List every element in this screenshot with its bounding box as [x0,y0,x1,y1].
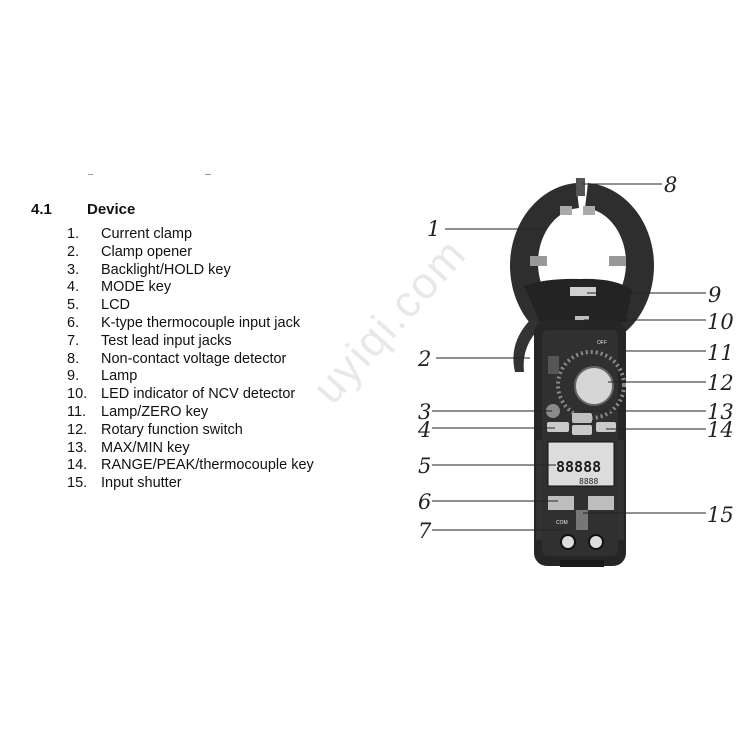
parts-list-item-label: RANGE/PEAK/thermocouple key [101,457,314,474]
callout-14: 14 [707,418,734,442]
lamp-zero-key [572,425,592,435]
callout-13: 13 [707,400,734,424]
range-peak-key [596,422,616,432]
parts-list-item-number: 7. [67,332,80,349]
parts-list-item-label: MODE key [101,279,172,296]
callout-2: 2 [417,347,431,371]
parts-list-item-label: Non-contact voltage detector [101,350,287,367]
meter-neck [524,278,632,322]
com-label: COM [556,520,568,526]
parts-list-item: 14. RANGE/PEAK/thermocouple key [67,457,314,475]
parts-list-item-number: 3. [67,261,80,278]
lcd-sub-digits: 8888 [579,477,598,486]
parts-list-item-number: 6. [67,314,80,331]
separator-dash-left [88,174,93,175]
section-title: Device [87,201,136,218]
parts-list-item: 4. MODE key [67,279,314,297]
parts-list-item: 2. Clamp opener [67,244,314,262]
callout-12: 12 [707,371,734,395]
body-grip-left [536,440,544,540]
jaw-label-right-1 [583,206,595,215]
ncv-led [575,316,589,322]
callout-15: 15 [707,503,734,527]
mode-key [547,422,569,432]
parts-list-item-number: 4. [67,279,80,296]
parts-list-item-number: 8. [67,350,80,367]
parts-list-item: 13. MAX/MIN key [67,440,314,458]
parts-list-item-number: 10. [67,386,88,403]
callout-7: 7 [418,519,432,543]
parts-list-item-label: Current clamp [101,226,193,242]
parts-list-item-number: 1. [67,226,80,242]
parts-list-item-label: K-type thermocouple input jack [101,314,301,331]
parts-list-item: 12. Rotary function switch [67,422,314,440]
parts-list-item: 9. Lamp [67,368,314,386]
callout-6: 6 [418,490,431,514]
callout-8: 8 [664,173,677,197]
lamp [570,287,596,296]
parts-list-item-number: 5. [67,297,80,314]
callout-5: 5 [418,454,431,478]
lcd [547,441,615,487]
parts-list-item: 11. Lamp/ZERO key [67,404,314,422]
parts-list-item-label: Backlight/HOLD key [101,261,231,278]
parts-list-item-label: Clamp opener [101,243,193,260]
parts-list-item: 10. LED indicator of NCV detector [67,386,314,404]
input-shutter [576,510,588,530]
callout-10: 10 [707,310,734,334]
callout-3: 3 [418,400,431,424]
parts-list-item-number: 15. [67,475,88,492]
max-min-key [572,413,592,423]
callout-1: 1 [427,217,440,241]
callout-9: 9 [708,283,721,307]
lcd-main-digits: 88888 [556,458,601,476]
backlight-hold-key [546,404,560,418]
parts-list-item-label: Input shutter [101,475,182,492]
thermocouple-jack-left [548,496,574,510]
parts-list-item-number: 11. [67,403,87,420]
ncv-tip [576,178,585,196]
parts-list-item-label: Rotary function switch [101,421,243,438]
off-label: OFF [597,340,607,346]
parts-list-item: 5. LCD [67,297,314,315]
test-lead-jack-com [560,534,576,550]
rotary-function-switch [574,366,614,406]
parts-list-item-number: 12. [67,421,88,438]
parts-list-item-label: LED indicator of NCV detector [101,386,296,403]
parts-list: 1. Current clamp 2. Clamp opener 3. Backlight… [67,226,314,493]
parts-list-item-label: LCD [101,297,131,314]
parts-list-item-label: Lamp [101,368,138,385]
ce-mark [548,356,559,374]
section-number: 4.1 [31,201,52,218]
thermocouple-jack-right [588,496,614,510]
parts-list-item: 6. K-type thermocouple input jack [67,315,314,333]
parts-list-item-number: 13. [67,439,88,456]
meter-base [560,560,604,567]
parts-list-item: 3. Backlight/HOLD key [67,262,314,280]
parts-list-item: 8. Non-contact voltage detector [67,351,314,369]
parts-list-item: 15. Input shutter [67,475,314,493]
leader-lines [432,183,706,531]
parts-list-item-number: 14. [67,457,88,474]
jaw-label-left-1 [560,206,572,215]
callout-4: 4 [417,418,431,442]
jaw-label-right-2 [609,256,626,266]
parts-list-item-label: Lamp/ZERO key [101,403,209,420]
jaw-label-left-2 [530,256,547,266]
parts-list-item: 1. Current clamp [67,226,314,244]
parts-list-item-number: 9. [67,368,80,385]
parts-list-item-label: Test lead input jacks [101,332,232,349]
separator-dash-right [205,174,211,175]
callout-11: 11 [707,341,734,365]
parts-list-item: 7. Test lead input jacks [67,333,314,351]
parts-list-item-label: MAX/MIN key [101,439,190,456]
body-grip-right [616,440,624,540]
test-lead-jack-v [588,534,604,550]
parts-list-item-number: 2. [67,243,80,260]
